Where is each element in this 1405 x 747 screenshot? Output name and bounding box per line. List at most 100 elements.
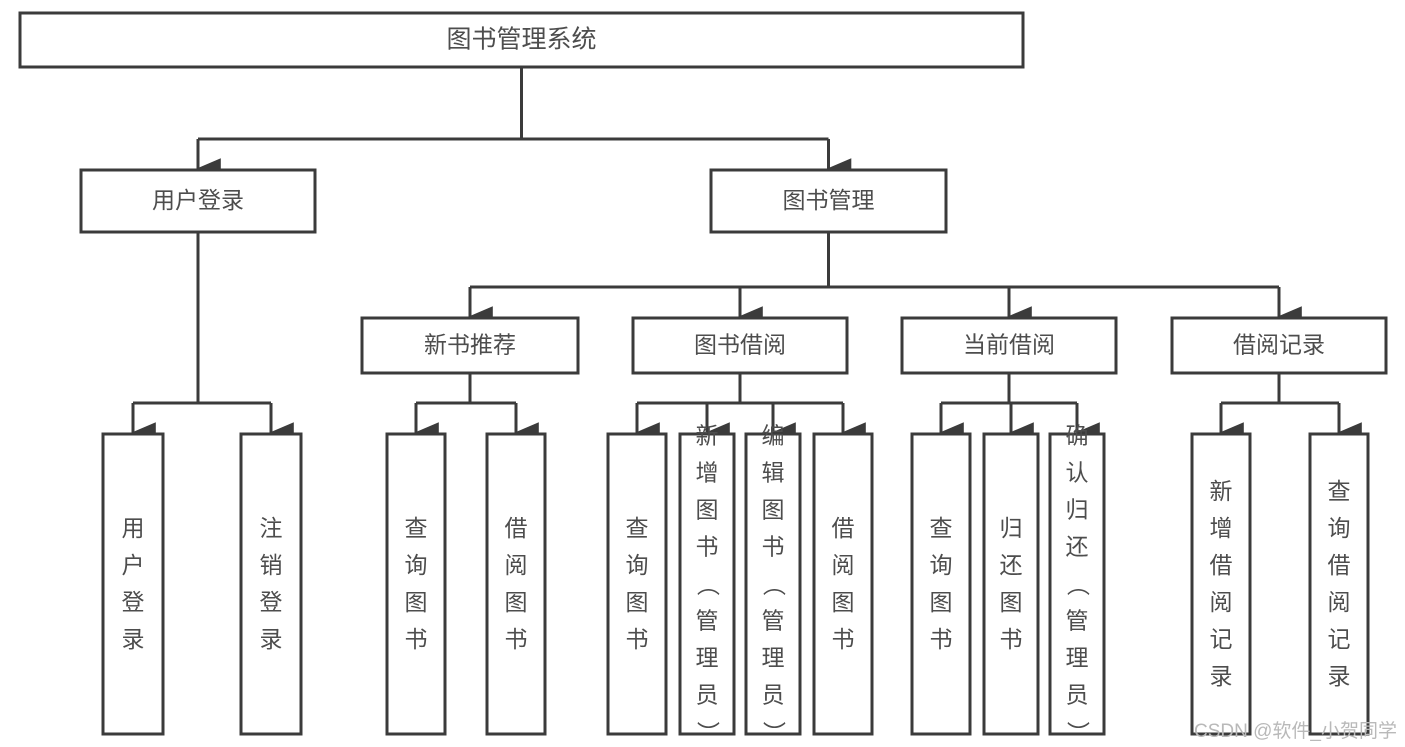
node-root[interactable]: 图书管理系统 (18, 11, 1025, 69)
node-box-current (900, 316, 1118, 375)
node-label-bookmgmt: 图书管理 (783, 187, 875, 213)
node-label-leaf7-char-5: 管 (762, 608, 785, 634)
node-bookmgmt[interactable]: 图书管理 (709, 168, 948, 234)
node-box-leaf4 (485, 432, 547, 736)
node-label-login: 用户登录 (152, 187, 244, 213)
node-box-root (18, 11, 1025, 69)
node-label-leaf6-char-1: 增 (696, 460, 719, 486)
node-label-leaf13-char-1: 询 (1328, 515, 1351, 541)
node-label-leaf9-char-3: 书 (930, 626, 953, 652)
node-box-leaf6 (678, 432, 736, 736)
node-box-leaf13 (1308, 432, 1370, 736)
node-label-leaf5-char-3: 书 (626, 626, 649, 652)
node-label-leaf12-char-1: 增 (1210, 515, 1233, 541)
node-label-leaf10-char-3: 书 (1000, 626, 1023, 652)
node-label-records: 借阅记录 (1233, 332, 1325, 358)
node-label-leaf8-char-3: 书 (832, 626, 855, 652)
node-label-leaf6-char-3: 书 (696, 534, 719, 560)
node-label-leaf8-char-1: 阅 (832, 552, 855, 578)
node-label-leaf11-char-3: 还 (1066, 534, 1089, 560)
node-label-leaf2-char-1: 销 (260, 552, 283, 578)
node-label-leaf12-char-4: 记 (1210, 626, 1233, 652)
node-label-leaf4-char-3: 书 (505, 626, 528, 652)
node-label-leaf3-char-2: 图 (405, 589, 428, 615)
connector-layer (130, 67, 1362, 444)
node-label-leaf8-char-0: 借 (832, 515, 855, 541)
node-box-records (1170, 316, 1388, 375)
node-label-leaf13-char-3: 阅 (1328, 589, 1351, 615)
node-label-leaf1-char-3: 录 (122, 626, 145, 652)
node-label-leaf6-char-0: 新 (696, 423, 719, 449)
node-label-leaf7-char-7: 员 (762, 682, 785, 708)
node-label-leaf6-char-2: 图 (696, 497, 719, 523)
node-label-leaf11-char-8: ） (1065, 721, 1091, 744)
node-label-leaf7-char-8: ） (761, 721, 787, 744)
node-label-leaf3-char-0: 查 (405, 515, 428, 541)
node-box-leaf5 (606, 432, 668, 736)
node-newbook[interactable]: 新书推荐 (360, 316, 580, 375)
node-label-leaf5-char-0: 查 (626, 515, 649, 541)
node-box-leaf2 (239, 432, 303, 736)
node-label-leaf11-char-5: 管 (1066, 608, 1089, 634)
node-label-leaf11-char-2: 归 (1066, 497, 1089, 523)
node-box-bookmgmt (709, 168, 948, 234)
node-borrow[interactable]: 图书借阅 (631, 316, 849, 375)
node-current[interactable]: 当前借阅 (900, 316, 1118, 375)
node-box-leaf7 (744, 432, 802, 736)
node-label-leaf7-char-3: 书 (762, 534, 785, 560)
node-label-leaf1-char-0: 用 (122, 515, 145, 541)
node-label-leaf7-char-6: 理 (762, 645, 785, 671)
node-label-leaf11-char-0: 确 (1066, 423, 1089, 449)
node-records[interactable]: 借阅记录 (1170, 316, 1388, 375)
node-label-leaf6-char-6: 理 (696, 645, 719, 671)
node-box-leaf11 (1048, 432, 1106, 736)
node-label-leaf3-char-3: 书 (405, 626, 428, 652)
node-label-leaf11-char-7: 员 (1066, 682, 1089, 708)
node-label-borrow: 图书借阅 (694, 332, 786, 358)
node-label-leaf7-char-0: 编 (762, 423, 785, 449)
node-label-leaf12-char-2: 借 (1210, 552, 1233, 578)
node-label-leaf2-char-3: 录 (260, 626, 283, 652)
node-label-leaf6-char-4: （ (695, 573, 721, 596)
node-box-leaf3 (385, 432, 447, 736)
node-label-leaf2-char-2: 登 (260, 589, 283, 615)
node-label-leaf13-char-4: 记 (1328, 626, 1351, 652)
node-box-borrow (631, 316, 849, 375)
node-label-leaf13-char-0: 查 (1328, 478, 1351, 504)
node-label-leaf5-char-2: 图 (626, 589, 649, 615)
node-label-leaf12-char-5: 录 (1210, 663, 1233, 689)
node-label-leaf11-char-6: 理 (1066, 645, 1089, 671)
node-box-login (79, 168, 317, 234)
node-label-leaf4-char-0: 借 (505, 515, 528, 541)
node-label-leaf11-char-4: （ (1065, 573, 1091, 596)
node-label-leaf9-char-1: 询 (930, 552, 953, 578)
node-label-leaf10-char-0: 归 (1000, 515, 1023, 541)
node-label-leaf10-char-1: 还 (1000, 552, 1023, 578)
node-box-leaf12 (1190, 432, 1252, 736)
node-label-current: 当前借阅 (963, 332, 1055, 358)
node-login[interactable]: 用户登录 (79, 168, 317, 234)
node-leaf1[interactable]: 用户登录 (101, 432, 165, 736)
node-label-leaf9-char-2: 图 (930, 589, 953, 615)
node-label-leaf7-char-1: 辑 (762, 460, 785, 486)
node-label-leaf5-char-1: 询 (626, 552, 649, 578)
node-label-leaf12-char-0: 新 (1210, 478, 1233, 504)
node-label-leaf8-char-2: 图 (832, 589, 855, 615)
node-label-leaf13-char-5: 录 (1328, 663, 1351, 689)
node-label-leaf9-char-0: 查 (930, 515, 953, 541)
node-box-newbook (360, 316, 580, 375)
node-label-root: 图书管理系统 (446, 26, 596, 54)
